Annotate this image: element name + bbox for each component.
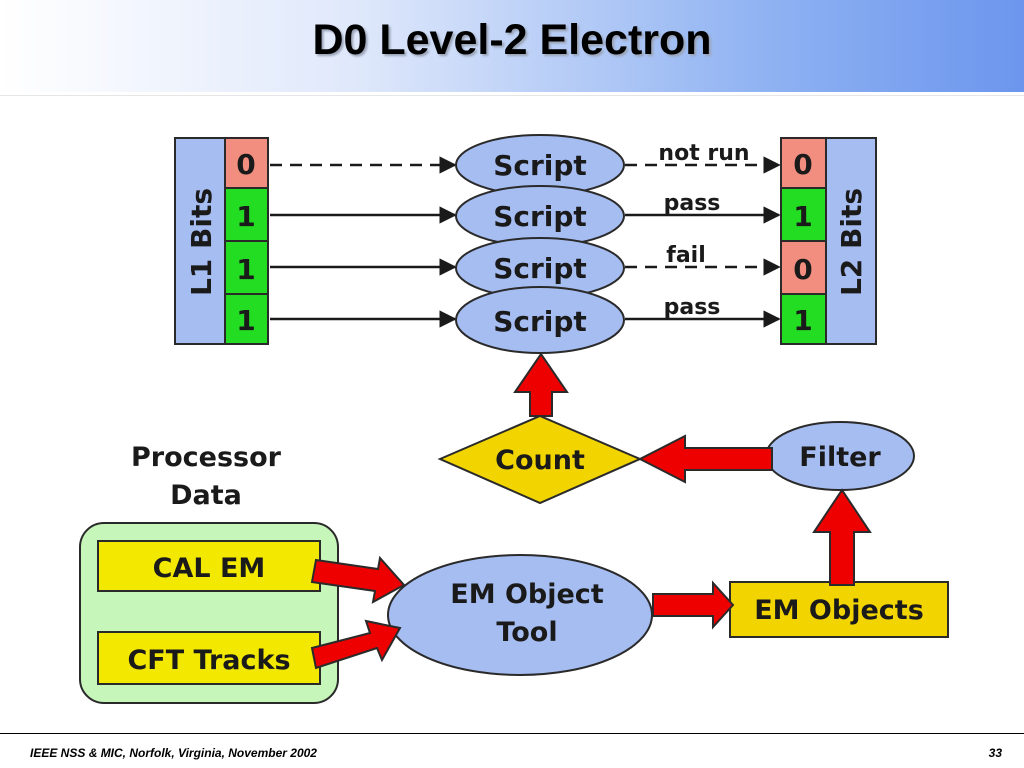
em-object-tool-label-line2: Tool bbox=[496, 617, 557, 648]
script-label-1: Script bbox=[493, 200, 587, 233]
cft-tracks-label: CFT Tracks bbox=[127, 645, 290, 676]
result-label-0: not run bbox=[658, 141, 749, 166]
l1-bit-cell-0 bbox=[224, 137, 269, 189]
count-to-script-arrow bbox=[513, 352, 569, 417]
script-label-0: Script bbox=[493, 149, 587, 182]
script-label-2: Script bbox=[493, 252, 587, 285]
result-label-2: fail bbox=[666, 243, 706, 268]
em-object-tool-label-line1: EM Object bbox=[450, 579, 604, 610]
script-node-3 bbox=[455, 286, 625, 354]
result-label-3: pass bbox=[664, 295, 721, 320]
l2-bit-cell-3 bbox=[780, 293, 827, 345]
script-stack: Script Script Script Script bbox=[455, 134, 625, 354]
l2-bits-panel bbox=[825, 137, 877, 345]
l1-bits-label: L1 Bits bbox=[185, 188, 218, 296]
l2-bit-value-3: 1 bbox=[793, 304, 812, 337]
slide-title: D0 Level-2 Electron bbox=[312, 16, 712, 64]
l1-bit-cell-3 bbox=[224, 293, 269, 345]
l2-bit-cells: 0 1 0 1 bbox=[780, 137, 827, 345]
l2-bit-value-2: 0 bbox=[793, 253, 812, 286]
l1-bit-value-2: 1 bbox=[236, 253, 255, 286]
filter-to-count-arrow bbox=[637, 434, 773, 484]
cal-em-label: CAL EM bbox=[153, 553, 266, 584]
l1-bit-cells: 0 1 1 1 bbox=[224, 137, 269, 345]
cal-em-to-tool-arrow bbox=[310, 555, 406, 604]
cft-tracks-to-tool-arrow bbox=[310, 619, 402, 670]
result-label-1: pass bbox=[664, 191, 721, 216]
l1-bits-panel bbox=[174, 137, 226, 345]
footer-citation: IEEE NSS & MIC, Norfolk, Virginia, Novem… bbox=[30, 746, 317, 760]
em-objects-to-filter-arrow bbox=[812, 488, 872, 586]
title-bar bbox=[0, 0, 1024, 92]
em-object-tool-node bbox=[387, 554, 653, 676]
filter-label: Filter bbox=[799, 442, 881, 473]
count-label: Count bbox=[495, 445, 585, 476]
em-objects-label: EM Objects bbox=[754, 595, 924, 626]
processor-data-label-line1: Processor bbox=[131, 442, 282, 473]
footer-divider bbox=[0, 733, 1024, 734]
title-divider bbox=[0, 95, 1024, 96]
l1-bit-value-1: 1 bbox=[236, 200, 255, 233]
page-number: 33 bbox=[988, 746, 1002, 760]
l1-bit-cell-2 bbox=[224, 240, 269, 295]
l2-bits-label: L2 Bits bbox=[835, 188, 868, 296]
processor-data-label-line2: Data bbox=[170, 480, 242, 511]
script-label-3: Script bbox=[493, 305, 587, 338]
cal-em-box bbox=[97, 540, 321, 592]
tool-to-em-objects-arrow bbox=[652, 580, 735, 630]
l2-bit-value-1: 1 bbox=[793, 200, 812, 233]
l1-bit-cell-1 bbox=[224, 187, 269, 242]
l2-bit-value-0: 0 bbox=[793, 148, 812, 181]
l1-bit-value-3: 1 bbox=[236, 304, 255, 337]
l1-bit-value-0: 0 bbox=[236, 148, 255, 181]
